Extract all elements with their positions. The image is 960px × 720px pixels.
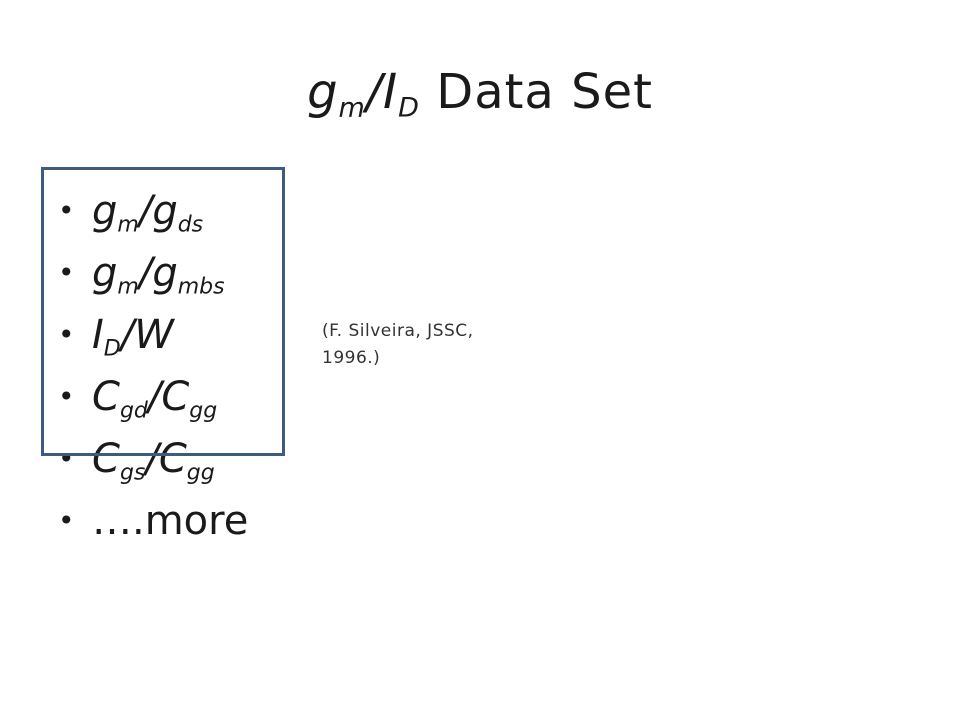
title-rest: Data Set — [419, 64, 653, 120]
bullet-icon: • — [58, 442, 75, 475]
bullet-text: gm/gds — [92, 188, 204, 238]
bullet-icon: • — [58, 380, 75, 413]
citation: (F. Silveira, JSSC, 1996.) — [322, 321, 474, 368]
bullet-text: Cgs/Cgg — [92, 436, 215, 486]
title-slash: / — [365, 64, 384, 120]
bullet-text: Cgd/Cgg — [92, 374, 218, 424]
slide-title: gm/ID Data Set — [0, 62, 960, 122]
title-id: ID — [383, 64, 420, 124]
bullet-text: ID/W — [92, 312, 174, 362]
highlight-box — [41, 167, 285, 456]
bullet-icon: • — [58, 194, 75, 227]
title-gm: gm — [307, 64, 366, 124]
bullet-icon: • — [58, 256, 75, 289]
bullet-text: gm/gmbs — [92, 250, 225, 300]
bullet-text: ….more — [92, 498, 249, 544]
bullet-icon: • — [58, 318, 75, 351]
bullet-icon: • — [58, 504, 75, 537]
